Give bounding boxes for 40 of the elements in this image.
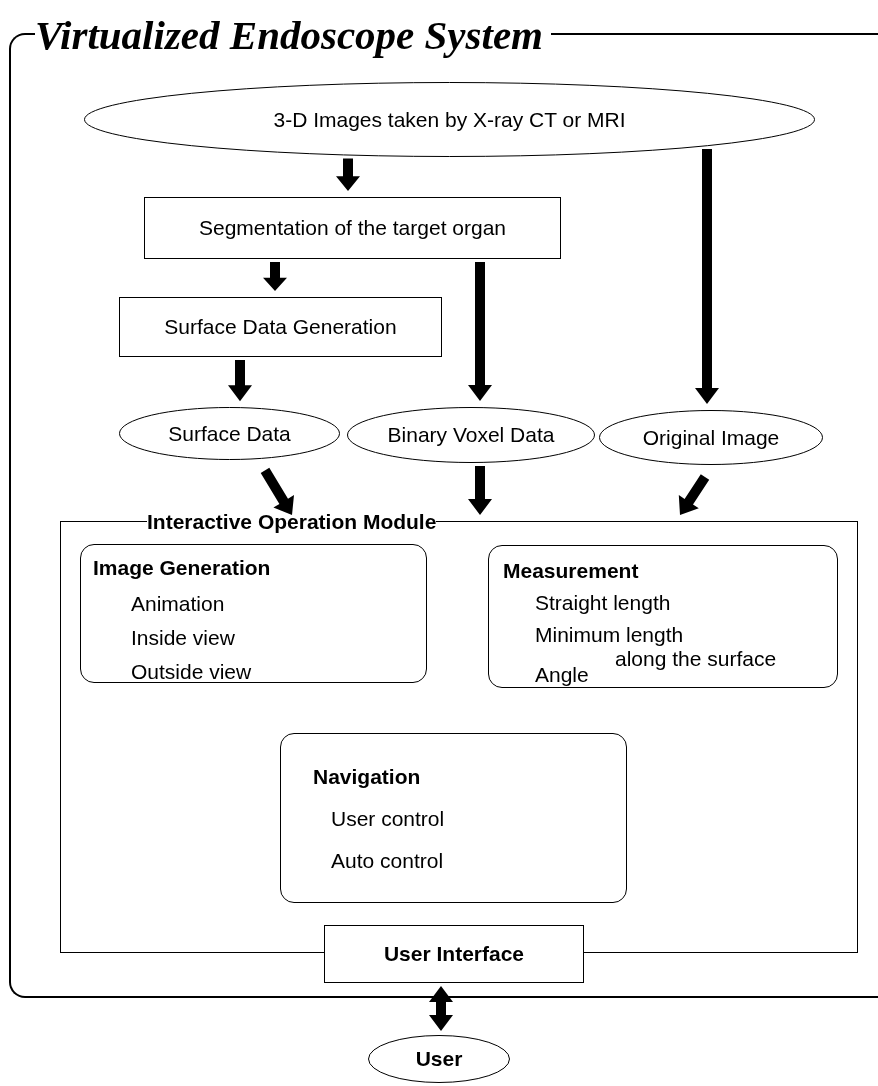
user-ellipse [368,1035,510,1083]
block-arrow [678,474,710,515]
data-ellipse [119,407,340,460]
list-item: Auto control [331,848,444,874]
panel-heading: Image Generation [93,555,271,581]
block-arrow [260,467,294,515]
node-label: Original Image [642,424,780,451]
list-item: along the surface [615,646,777,672]
interface-box [324,925,584,983]
block-arrow [695,148,719,404]
node-label: User [415,1046,463,1072]
list-item: Outside view [131,659,252,685]
module-panel [280,733,627,903]
process-box [144,197,561,259]
data-ellipse [599,410,823,465]
data-ellipse [347,407,595,463]
list-item: Inside view [131,625,235,651]
block-arrow [468,262,492,402]
list-item: Minimum length [535,622,684,648]
panel-heading: Measurement [503,558,639,584]
block-arrow [228,360,252,402]
list-item: Straight length [535,590,671,616]
block-arrow [429,986,453,1031]
input-ellipse [84,82,815,157]
node-label: 3-D Images taken by X-ray CT or MRI [273,106,626,133]
block-arrow [336,158,360,191]
list-item: Angle [535,662,589,688]
list-item: Animation [131,591,225,617]
node-label: Binary Voxel Data [387,422,555,448]
node-label: Surface Data Generation [164,314,397,340]
module-panel [488,545,838,688]
block-arrow [468,465,492,515]
module-panel [80,544,427,683]
block-arrow [263,262,287,291]
process-box [119,297,442,357]
panel-heading: Navigation [313,764,421,790]
node-label: User Interface [383,941,525,967]
list-item: User control [331,806,445,832]
node-label: Segmentation of the target organ [198,215,506,241]
node-label: Surface Data [168,420,291,447]
